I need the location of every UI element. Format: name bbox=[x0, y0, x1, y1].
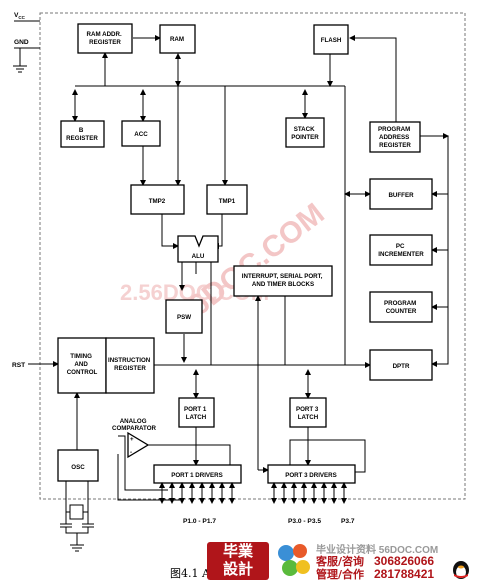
comparator-plus: + bbox=[130, 436, 134, 443]
svg-text:DPTR: DPTR bbox=[393, 363, 410, 370]
block-dptr: DPTR bbox=[369, 349, 433, 381]
port1-pins bbox=[159, 482, 235, 504]
analog-comparator: ANALOG COMPARATOR + - bbox=[112, 418, 157, 459]
svg-text:PORT 1 DRIVERS: PORT 1 DRIVERS bbox=[171, 472, 223, 479]
svg-text:ACC: ACC bbox=[134, 131, 148, 138]
svg-text:PORT 3 LATCH: PORT 3 LATCH bbox=[296, 406, 320, 421]
p1-pins-label: P1.0 - P1.7 bbox=[183, 518, 216, 525]
mascot-icon bbox=[278, 544, 310, 576]
crystal-circuit bbox=[60, 481, 94, 552]
block-port1-drivers: PORT 1 DRIVERS bbox=[153, 464, 242, 484]
svg-text:PORT 3 DRIVERS: PORT 3 DRIVERS bbox=[285, 472, 337, 479]
block-tmp2: TMP2 bbox=[130, 184, 185, 215]
svg-text:TMP1: TMP1 bbox=[219, 198, 236, 205]
block-alu: ALU bbox=[177, 235, 219, 263]
block-tmp1: TMP1 bbox=[206, 184, 248, 215]
svg-text:INTERRUPT, SERIAL PORT,: INTERRUPT, SERIAL PORT, AND TIMER BLOCKS bbox=[242, 273, 324, 288]
block-port3-latch: PORT 3 LATCH bbox=[289, 397, 327, 428]
svg-text:ANALOG COMPARATOR: ANALOG COMPARATOR bbox=[112, 418, 157, 432]
watermark: 56DOC.COM 2.56DOC.COM bbox=[120, 197, 331, 333]
block-program-address-register: PROGRAM ADDRESS REGISTER bbox=[369, 121, 421, 153]
svg-text:ALU: ALU bbox=[192, 253, 205, 260]
p3-pins-label: P3.0 - P3.5 bbox=[288, 518, 321, 525]
svg-text:TIMING AND CONTROL: TIMING AND CONTROL bbox=[67, 353, 98, 376]
block-osc: OSC bbox=[57, 449, 99, 482]
block-program-counter: PROGRAM COUNTER bbox=[369, 291, 433, 323]
svg-text:OSC: OSC bbox=[71, 464, 85, 471]
comparator-minus: - bbox=[130, 449, 132, 456]
rst-label: RST bbox=[12, 362, 25, 369]
svg-text:RAM: RAM bbox=[170, 36, 184, 43]
block-buffer: BUFFER bbox=[369, 178, 433, 210]
penguin-icon bbox=[453, 561, 469, 579]
site-logo-badge: 毕業 設計 bbox=[207, 542, 269, 580]
svg-text:PROGRAM COUNTER: PROGRAM COUNTER bbox=[384, 300, 418, 315]
block-interrupt-serial-timer: INTERRUPT, SERIAL PORT, AND TIMER BLOCKS bbox=[233, 265, 333, 297]
p37-pin-label: P3.7 bbox=[341, 518, 355, 525]
ground-symbol-top bbox=[13, 47, 40, 73]
vcc-label: VCC bbox=[14, 12, 26, 20]
svg-text:B REGISTER: B REGISTER bbox=[66, 127, 98, 142]
gnd-label: GND bbox=[14, 39, 29, 46]
ram-addr-label: RAM ADDR. REGISTER bbox=[87, 31, 124, 46]
block-acc: ACC bbox=[121, 120, 161, 147]
figure-caption: 图4.1 AT bbox=[170, 567, 217, 580]
service-labels: 客服/咨询 管理/合作 bbox=[316, 555, 365, 581]
block-flash: FLASH bbox=[313, 24, 349, 55]
contact-numbers: 306826066 281788421 bbox=[374, 554, 435, 581]
svg-text:PSW: PSW bbox=[177, 314, 191, 321]
svg-text:TMP2: TMP2 bbox=[149, 198, 166, 205]
block-instruction-register: INSTRUCTION REGISTER bbox=[105, 337, 155, 394]
block-pc-incrementer: PC INCREMENTER bbox=[369, 234, 433, 266]
svg-text:FLASH: FLASH bbox=[321, 37, 342, 44]
block-ram: RAM bbox=[159, 24, 196, 54]
block-stack-pointer: STACK POINTER bbox=[285, 117, 325, 148]
block-timing-and-control: TIMING AND CONTROL bbox=[57, 337, 107, 394]
chip-outline bbox=[39, 12, 466, 500]
site-name-text: 毕业设计资料 56DOC.COM bbox=[316, 545, 439, 556]
svg-text:STACK POINTER: STACK POINTER bbox=[291, 126, 319, 141]
svg-text:INSTRUCTION REGISTER: INSTRUCTION REGISTER bbox=[108, 357, 152, 372]
svg-text:PC INCREMENTER: PC INCREMENTER bbox=[378, 243, 424, 258]
svg-text:BUFFER: BUFFER bbox=[388, 192, 414, 199]
svg-text:PORT 1 LATCH: PORT 1 LATCH bbox=[184, 406, 208, 421]
port3-pins bbox=[271, 482, 347, 504]
block-b-register: B REGISTER bbox=[60, 120, 105, 148]
block-port3-drivers: PORT 3 DRIVERS bbox=[267, 464, 356, 484]
block-ram-addr-register: RAM ADDR. REGISTER bbox=[77, 23, 133, 54]
block-psw: PSW bbox=[165, 299, 203, 334]
svg-text:PROGRAM ADDRESS RE: PROGRAM ADDRESS REGISTER bbox=[378, 126, 412, 149]
block-port1-latch: PORT 1 LATCH bbox=[178, 397, 215, 428]
bus-lines bbox=[28, 35, 449, 501]
